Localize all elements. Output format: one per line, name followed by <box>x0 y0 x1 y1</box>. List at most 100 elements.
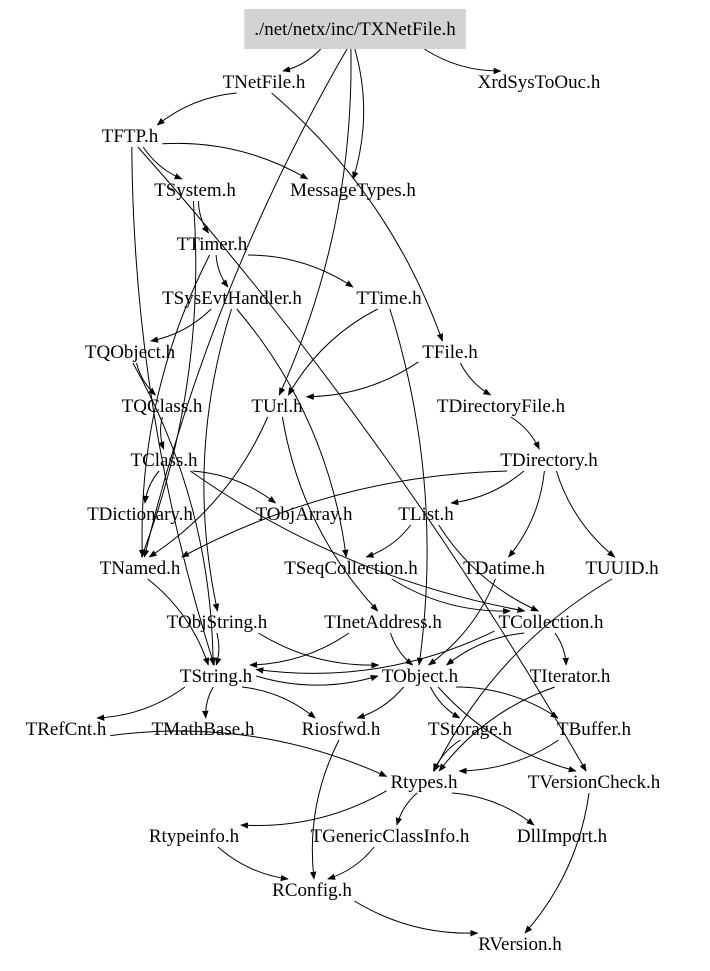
node-label: RConfig.h <box>272 880 352 901</box>
node-label: XrdSysToOuc.h <box>478 72 601 93</box>
node-label: TNamed.h <box>100 558 181 579</box>
edge-tcollection-to-tstring <box>255 630 495 674</box>
node-tstring: TString.h <box>180 666 253 687</box>
node-tseqcollection: TSeqCollection.h <box>284 558 418 579</box>
edge-tobject-to-tstorage <box>429 686 461 719</box>
node-tdatime: TDatime.h <box>463 558 545 579</box>
node-label: Riosfwd.h <box>302 719 381 740</box>
edge-tnamed-to-tstring <box>147 578 210 666</box>
edge-tobject-to-riosfwd <box>356 686 404 719</box>
node-label: TSeqCollection.h <box>284 558 418 579</box>
edge-rtypes-to-rtypeinfo <box>240 790 387 829</box>
node-tcollection: TCollection.h <box>498 612 604 633</box>
edge-tftp-to-tsystem <box>142 146 183 180</box>
edge-txnetfile-to-turl <box>278 48 352 396</box>
node-label: TNetFile.h <box>223 72 306 93</box>
edge-tclass-to-tcollection <box>190 470 526 613</box>
edge-tcollection-to-titerator <box>554 632 569 666</box>
edge-tdirectory-to-tnamed <box>180 470 508 558</box>
edge-tobjstring-to-tobject <box>258 632 380 669</box>
node-label: TStorage.h <box>428 719 512 740</box>
node-label: TList.h <box>398 504 454 525</box>
edge-titerator-to-rtypes <box>438 686 555 772</box>
node-tobjarray: TObjArray.h <box>255 504 353 525</box>
node-label: TDirectory.h <box>500 450 598 471</box>
node-rtypeinfo: Rtypeinfo.h <box>149 826 240 847</box>
edge-trefcnt-to-rtypes <box>110 730 388 777</box>
edge-tlist-to-tseqcollection <box>365 524 412 558</box>
edge-tobject-to-tbuffer <box>456 686 559 719</box>
node-label: TMathBase.h <box>152 719 255 740</box>
node-turl: TUrl.h <box>251 396 303 417</box>
node-tdirectory: TDirectory.h <box>500 450 598 471</box>
node-label: TCollection.h <box>498 612 604 633</box>
node-label: TObject.h <box>382 666 459 687</box>
node-tdirectoryfile: TDirectoryFile.h <box>437 396 566 417</box>
edge-tfile-to-tdirectoryfile <box>459 362 492 396</box>
node-dllimport: DllImport.h <box>517 826 608 847</box>
node-tmathbase: TMathBase.h <box>152 719 255 740</box>
node-tlist: TList.h <box>398 504 454 525</box>
node-tnamed: TNamed.h <box>100 558 181 579</box>
node-label: TSystem.h <box>154 180 236 201</box>
node-txnetfile: ./net/netx/inc/TXNetFile.h <box>244 9 466 49</box>
node-label: TUrl.h <box>251 396 303 417</box>
edge-tnetfile-to-tfile <box>271 92 443 342</box>
edge-tsystem-to-ttimer <box>198 200 209 234</box>
node-label: Rtypeinfo.h <box>149 826 240 847</box>
edge-tftp-to-messagetypes <box>162 142 309 180</box>
node-tsysevthandler: TSysEvtHandler.h <box>162 288 302 309</box>
node-label: TUUID.h <box>585 558 659 579</box>
edge-ttimer-to-tsysevthandler <box>215 254 229 288</box>
node-tbuffer: TBuffer.h <box>557 719 632 740</box>
edge-tftp-to-tstring <box>131 146 216 666</box>
node-tgenericclassinfo: TGenericClassInfo.h <box>311 826 470 847</box>
node-tstorage: TStorage.h <box>428 719 512 740</box>
edge-tclass-to-tobjarray <box>192 470 277 504</box>
node-label: TObjArray.h <box>255 504 353 525</box>
edge-tnetfile-to-tftp <box>156 92 237 126</box>
edge-tstorage-to-rtypes <box>433 739 461 772</box>
edge-txnetfile-to-tnetfile <box>282 48 322 73</box>
node-tsystem: TSystem.h <box>154 180 236 201</box>
edge-tinetaddress-to-tobject <box>390 632 414 666</box>
node-label: TInetAddress.h <box>324 612 442 633</box>
node-tfile: TFile.h <box>422 342 478 363</box>
edge-riosfwd-to-rconfig <box>310 739 340 880</box>
edge-ttime-to-tobject <box>389 308 428 666</box>
node-rtypes: Rtypes.h <box>390 772 458 793</box>
edge-tclass-to-tdictionary <box>142 470 160 504</box>
node-label: TFile.h <box>422 342 478 363</box>
node-label: TGenericClassInfo.h <box>311 826 470 847</box>
node-label: TVersionCheck.h <box>528 772 661 793</box>
edge-tftp-to-tversioncheck <box>137 146 587 772</box>
node-tuuid: TUUID.h <box>585 558 659 579</box>
edge-tversioncheck-to-rversion <box>524 792 590 934</box>
edge-ttime-to-turl <box>287 308 378 396</box>
edge-tsysevthandler-to-tqobject <box>150 308 212 343</box>
node-riosfwd: Riosfwd.h <box>302 719 381 740</box>
edge-tstring-to-tobject <box>256 675 379 686</box>
root-node-box <box>244 9 466 49</box>
edge-tqclass-to-tclass <box>158 416 165 450</box>
node-label: TObjString.h <box>167 612 268 633</box>
node-tqclass: TQClass.h <box>122 396 203 417</box>
node-label: RVersion.h <box>478 934 562 955</box>
node-messagetypes: MessageTypes.h <box>290 180 416 201</box>
node-tdictionary: TDictionary.h <box>87 504 193 525</box>
node-label: TDatime.h <box>463 558 545 579</box>
node-tinetaddress: TInetAddress.h <box>324 612 442 633</box>
edge-tsysevthandler-to-tseqcollection <box>236 308 349 558</box>
node-ttimer: TTimer.h <box>177 234 248 255</box>
edge-tqobject-to-tstring <box>132 362 217 666</box>
node-tftp: TFTP.h <box>102 126 159 147</box>
edges <box>96 48 616 937</box>
edge-rtypes-to-tgenericclassinfo <box>395 792 418 826</box>
node-label: TDirectoryFile.h <box>437 396 566 417</box>
edge-tdirectory-to-tuuid <box>555 470 616 558</box>
edge-tsystem-to-tnamed <box>141 200 197 558</box>
edge-txnetfile-to-messagetypes <box>352 48 365 180</box>
edge-tcollection-to-tobject <box>446 632 525 666</box>
edge-tbuffer-to-rtypes <box>458 739 559 775</box>
